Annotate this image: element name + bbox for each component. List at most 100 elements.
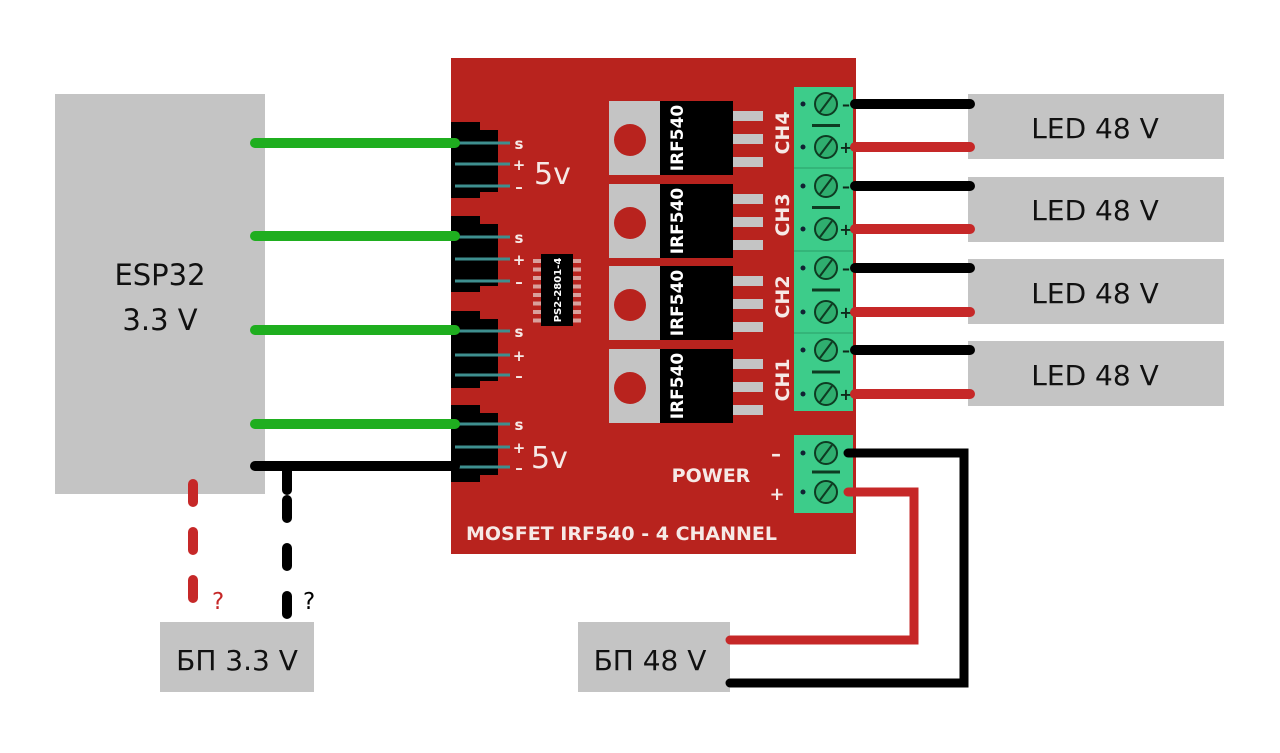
- pin-label: +: [513, 156, 526, 174]
- mosfet-board: s+–s+–s+–s+– 5v 5v PS2-2801-4 IRF540IRF5…: [451, 58, 856, 554]
- chip-pin: [533, 267, 542, 272]
- led-label: LED 48 V: [1031, 194, 1158, 227]
- question-mark-black: ?: [303, 589, 315, 615]
- mosfet-leg: [733, 359, 763, 369]
- input-header-1: [451, 122, 498, 198]
- mosfet-leg: [733, 194, 763, 204]
- input-header-4: [451, 405, 498, 482]
- board-title: MOSFET IRF540 - 4 CHANNEL: [466, 523, 777, 545]
- pin-label: –: [515, 367, 523, 385]
- mosfet-leg: [733, 157, 763, 167]
- output-terminal-block: – + – + – + – +: [794, 87, 853, 411]
- terminal-screw: [800, 480, 838, 504]
- pin-label: +: [513, 439, 526, 457]
- mount-hole: [614, 124, 646, 156]
- terminal-screw: +: [800, 382, 853, 406]
- terminal-screw: +: [800, 135, 853, 159]
- power-terminal-block: [794, 435, 853, 513]
- channel-label-ch4: CH4: [772, 111, 794, 154]
- terminal-polarity: –: [842, 259, 850, 278]
- terminal-screw: +: [800, 217, 853, 241]
- chip-pin: [572, 276, 581, 280]
- chip-pin: [533, 301, 542, 306]
- channel-label-ch2: CH2: [772, 275, 794, 318]
- mosfet-label: IRF540: [668, 270, 688, 337]
- mosfet-leg: [733, 111, 763, 121]
- pin-label: s: [515, 229, 524, 247]
- terminal-screw: –: [800, 338, 850, 362]
- led-label: LED 48 V: [1031, 277, 1158, 310]
- mosfet-irf540: IRF540: [609, 266, 763, 340]
- chip-pin: [533, 318, 542, 323]
- psu-negative-wire: [725, 448, 969, 688]
- mount-hole: [614, 207, 646, 239]
- pin-label: –: [515, 459, 523, 477]
- mosfet-irf540: IRF540: [609, 349, 763, 423]
- psu-48v-label: БП 48 V: [594, 644, 707, 677]
- chip-pin: [533, 310, 542, 314]
- chip-pin: [572, 259, 581, 263]
- channel-label-ch3: CH3: [772, 193, 794, 236]
- mosfet-leg: [733, 134, 763, 144]
- terminal-polarity: –: [842, 177, 850, 196]
- chip-pin: [572, 318, 581, 323]
- psu-48v: БП 48 V: [578, 622, 730, 692]
- mosfet-label: IRF540: [668, 105, 688, 172]
- power-label: POWER: [672, 465, 751, 487]
- psu-3v3: БП 3.3 V: [160, 622, 314, 692]
- pin-label: +: [513, 347, 526, 365]
- mount-hole: [614, 289, 646, 321]
- channel-label-ch1: CH1: [772, 358, 794, 401]
- led-label: LED 48 V: [1031, 112, 1158, 145]
- terminal-polarity: +: [839, 303, 852, 322]
- pin-label: s: [515, 416, 524, 434]
- ground-wire-esp: [250, 461, 460, 495]
- mosfet-label: IRF540: [668, 353, 688, 420]
- terminal-polarity: +: [839, 220, 852, 239]
- terminal-polarity: –: [842, 95, 850, 114]
- chip-pin: [533, 284, 542, 289]
- pin-label: –: [515, 178, 523, 196]
- terminal-screw: [800, 441, 838, 465]
- optocoupler-pins: [533, 259, 581, 323]
- mosfet-irf540: IRF540: [609, 101, 763, 175]
- power-minus-label: –: [771, 442, 781, 466]
- chip-pin: [572, 267, 581, 272]
- optocoupler-label: PS2-2801-4: [553, 258, 564, 323]
- chip-pin: [533, 259, 542, 263]
- terminal-polarity: +: [839, 138, 852, 157]
- mosfet-leg: [733, 217, 763, 227]
- terminal-polarity: +: [839, 385, 852, 404]
- psu-positive-wire: [725, 487, 919, 645]
- chip-pin: [533, 276, 542, 280]
- chip-pin: [533, 293, 542, 297]
- question-mark-red: ?: [212, 589, 224, 615]
- mosfet-leg: [733, 382, 763, 392]
- header-pin-traces: s+–s+–s+–s+–: [455, 135, 525, 477]
- pin-label: +: [513, 251, 526, 269]
- power-wires: [725, 448, 969, 688]
- power-plus-label: +: [769, 484, 784, 505]
- led-load-ch4: LED 48 V: [968, 94, 1224, 159]
- led-load-ch3: LED 48 V: [968, 177, 1224, 242]
- mosfet-leg: [733, 322, 763, 332]
- mosfet-leg: [733, 240, 763, 250]
- terminal-screw: –: [800, 92, 850, 116]
- chip-pin: [572, 301, 581, 306]
- terminal-screw: –: [800, 256, 850, 280]
- psu-3v3-label: БП 3.3 V: [176, 644, 298, 677]
- mount-hole: [614, 372, 646, 404]
- pin-label: s: [515, 323, 524, 341]
- chip-pin: [572, 284, 581, 289]
- chip-pin: [572, 310, 581, 314]
- esp32-module: ESP32 3.3 V: [55, 94, 265, 494]
- signal-wires: [250, 138, 460, 429]
- mosfet-leg: [733, 276, 763, 286]
- terminal-screw: –: [800, 174, 850, 198]
- optocoupler-chip: PS2-2801-4: [533, 254, 581, 326]
- pin-label: –: [515, 273, 523, 291]
- led-label: LED 48 V: [1031, 359, 1158, 392]
- input-header-2: [451, 216, 498, 292]
- led-load-ch2: LED 48 V: [968, 259, 1224, 324]
